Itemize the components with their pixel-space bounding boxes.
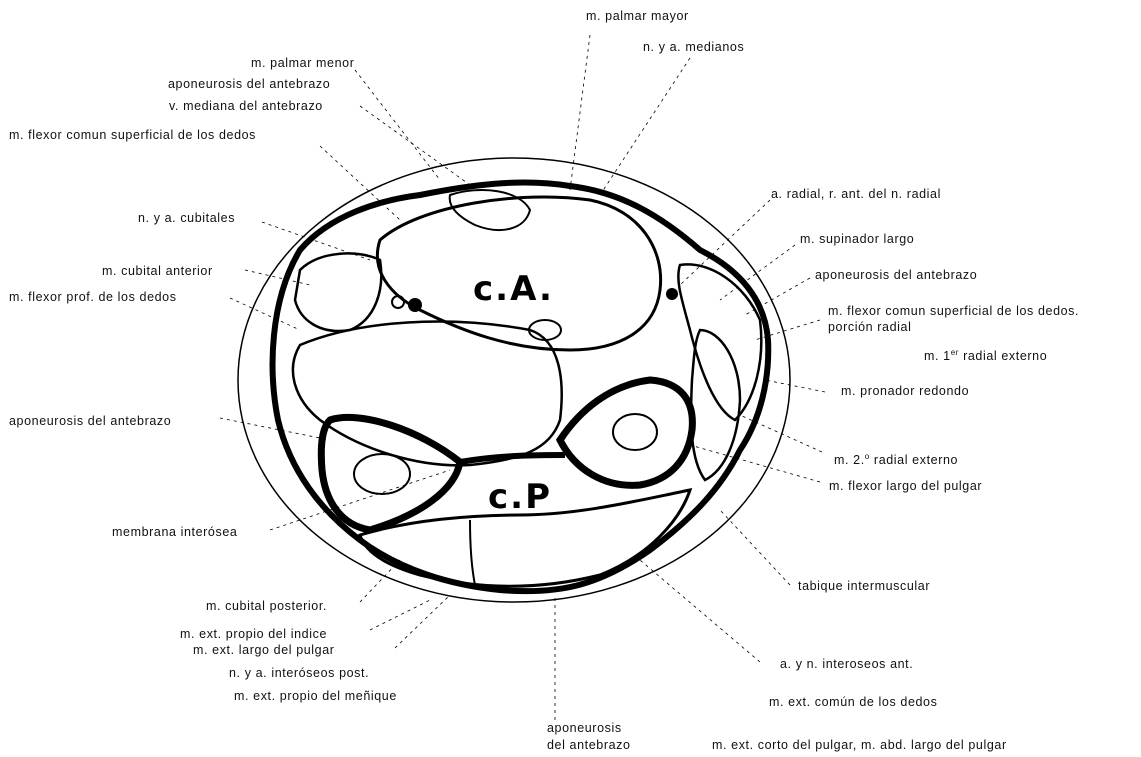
interosseous-membrane [460,455,565,462]
label-radial-ext-1-pre: m. 1 [924,349,951,363]
label-interoseos-ant: a. y n. interoseos ant. [780,657,913,671]
label-supinador: m. supinador largo [800,232,914,246]
radial-vessel [666,288,678,300]
label-radial-ext-1: m. 1er radial externo [924,346,1047,363]
label-aponeurosis-right: aponeurosis del antebrazo [815,268,977,282]
label-ext-largo-pulgar: m. ext. largo del pulgar [193,643,335,657]
label-aponeurosis-bottom-1: aponeurosis [547,721,622,735]
palmar-mayor-muscle [450,190,530,230]
ulna-medulla [354,454,410,494]
label-interoseos-post: n. y a. interóseos post. [229,666,369,680]
label-aponeurosis-bottom-2: del antebrazo [547,738,631,752]
median-vessel [529,320,561,340]
label-flexor-largo-pulgar: m. flexor largo del pulgar [829,479,982,493]
label-medianos: n. y a. medianos [643,40,744,54]
label-ext-menique: m. ext. propio del meñique [234,689,397,703]
label-radial-ext-2: m. 2.o radial externo [834,450,958,467]
label-pronador: m. pronador redondo [841,384,969,398]
label-palmar-mayor: m. palmar mayor [586,9,689,23]
label-ext-indice: m. ext. propio del indice [180,627,327,641]
radius-medulla [613,414,657,450]
label-flexor-radial-2: porción radial [828,320,911,334]
label-membrana: membrana interósea [112,525,237,539]
label-ext-corto: m. ext. corto del pulgar, m. abd. largo … [712,738,1007,752]
label-aponeurosis-left: aponeurosis del antebrazo [9,414,171,428]
label-radial-ext-1-sup: er [951,348,959,357]
label-flexor-sup: m. flexor comun superficial de los dedos [9,128,256,142]
fascia-outline [273,183,769,592]
posterior-compartment-mark: c.P [488,477,552,517]
label-radial-ext-2-post: radial externo [870,453,958,467]
ulnar-vessel-a [392,296,404,308]
extensor-divider [470,520,475,585]
label-tabique: tabique intermuscular [798,579,930,593]
label-radial-ant: a. radial, r. ant. del n. radial [771,187,941,201]
radius-bone [560,380,692,485]
label-radial-ext-1-post: radial externo [959,349,1047,363]
label-v-mediana: v. mediana del antebrazo [169,99,323,113]
skin-outline [238,158,790,602]
label-cubital-anterior: m. cubital anterior [102,264,213,278]
leader-lines [220,35,825,720]
label-cubital-posterior: m. cubital posterior. [206,599,327,613]
label-aponeurosis-1: aponeurosis del antebrazo [168,77,330,91]
label-flexor-prof: m. flexor prof. de los dedos [9,290,177,304]
ulnar-vessel-b [408,298,422,312]
label-radial-ext-2-pre: m. 2. [834,453,865,467]
label-palmar-menor: m. palmar menor [251,56,354,70]
anterior-compartment-mark: c.A. [473,269,554,309]
cubital-anterior-muscle [295,253,381,331]
label-flexor-radial-1: m. flexor comun superficial de los dedos… [828,304,1079,318]
label-ext-comun: m. ext. común de los dedos [769,695,937,709]
label-cubitales: n. y a. cubitales [138,211,235,225]
